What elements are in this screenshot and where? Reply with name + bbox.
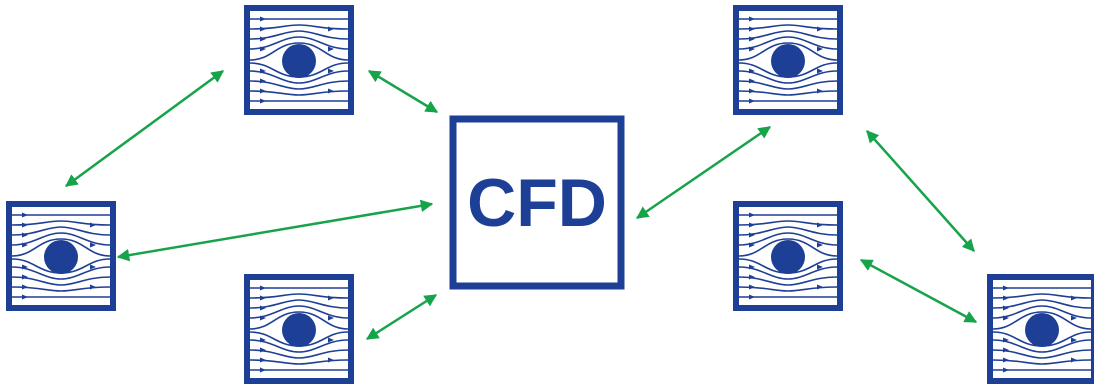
arrow-topleft-cfd	[367, 69, 439, 114]
flow-tile-far-left	[9, 204, 113, 308]
arrow-bottomleft-cfd	[365, 293, 438, 341]
arrow-topleft-farleft	[64, 69, 225, 188]
flow-tile-top-left	[247, 8, 351, 112]
flow-tile-far-right	[990, 277, 1094, 381]
arrow-cfd-topright	[635, 125, 772, 220]
flow-tile-top-right	[736, 8, 840, 112]
cfd-label: CFD	[467, 165, 607, 241]
arrow-topright-farright	[866, 130, 975, 252]
arrow-middleright-farright	[859, 258, 978, 324]
flow-tile-middle-right	[736, 204, 840, 308]
arrow-farleft-cfd	[116, 199, 434, 262]
flow-tile-bottom-left	[247, 277, 351, 381]
cfd-node	[449, 115, 625, 290]
